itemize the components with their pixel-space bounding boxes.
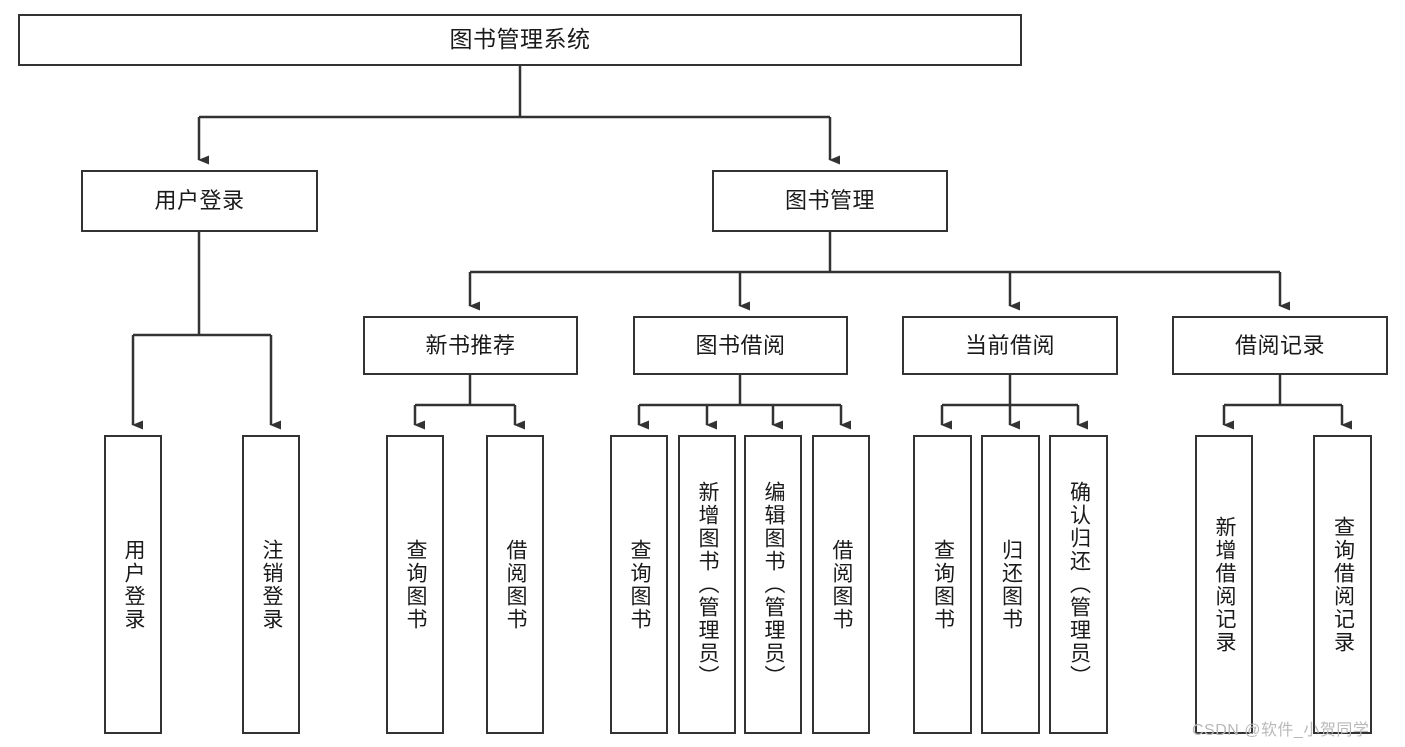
- leaf-query-books-nbr[interactable]: 查询图书: [386, 435, 444, 734]
- node-book-management-label: 图书管理: [784, 188, 875, 214]
- leaf-add-borrow-record[interactable]: 新增借阅记录: [1195, 435, 1253, 734]
- leaf-query-books-bb-label: 查询图书: [628, 538, 652, 631]
- leaf-borrow-books-nbr[interactable]: 借阅图书: [486, 435, 544, 734]
- node-root[interactable]: 图书管理系统: [18, 14, 1022, 66]
- leaf-return-books[interactable]: 归还图书: [981, 435, 1040, 734]
- leaf-user-login[interactable]: 用户登录: [104, 435, 162, 734]
- leaf-logout[interactable]: 注销登录: [242, 435, 300, 734]
- leaf-query-books-cb[interactable]: 查询图书: [913, 435, 972, 734]
- leaf-query-borrow-record-label: 查询借阅记录: [1331, 515, 1355, 654]
- node-book-borrowing[interactable]: 图书借阅: [633, 316, 848, 375]
- leaf-confirm-return-admin[interactable]: 确认归还（管理员）: [1049, 435, 1108, 734]
- leaf-return-books-label: 归还图书: [999, 538, 1023, 631]
- leaf-edit-book-admin[interactable]: 编辑图书（管理员）: [744, 435, 802, 734]
- node-user-login-label: 用户登录: [154, 188, 245, 214]
- leaf-query-books-nbr-label: 查询图书: [404, 538, 428, 631]
- node-current-borrowing-label: 当前借阅: [964, 332, 1055, 358]
- leaf-add-borrow-record-label: 新增借阅记录: [1213, 515, 1237, 654]
- node-borrowing-record-label: 借阅记录: [1234, 332, 1325, 358]
- node-borrowing-record[interactable]: 借阅记录: [1172, 316, 1388, 375]
- node-book-borrowing-label: 图书借阅: [695, 332, 786, 358]
- watermark-text: CSDN @软件_小贺同学: [1192, 722, 1370, 739]
- node-user-login[interactable]: 用户登录: [81, 170, 318, 232]
- leaf-borrow-books-bb-label: 借阅图书: [830, 538, 854, 631]
- node-book-management[interactable]: 图书管理: [712, 170, 948, 232]
- leaf-edit-book-admin-label: 编辑图书（管理员）: [762, 481, 786, 688]
- node-new-book-recommendation-label: 新书推荐: [425, 332, 516, 358]
- leaf-user-login-label: 用户登录: [122, 538, 146, 631]
- leaf-add-book-admin-label: 新增图书（管理员）: [696, 481, 720, 688]
- leaf-confirm-return-admin-label: 确认归还（管理员）: [1067, 481, 1091, 688]
- leaf-borrow-books-bb[interactable]: 借阅图书: [812, 435, 870, 734]
- leaf-query-books-cb-label: 查询图书: [931, 538, 955, 631]
- node-current-borrowing[interactable]: 当前借阅: [902, 316, 1118, 375]
- leaf-logout-label: 注销登录: [260, 538, 284, 631]
- node-new-book-recommendation[interactable]: 新书推荐: [363, 316, 578, 375]
- leaf-add-book-admin[interactable]: 新增图书（管理员）: [678, 435, 736, 734]
- node-root-label: 图书管理系统: [449, 26, 591, 53]
- leaf-query-books-bb[interactable]: 查询图书: [610, 435, 668, 734]
- leaf-query-borrow-record[interactable]: 查询借阅记录: [1313, 435, 1372, 734]
- leaf-borrow-books-nbr-label: 借阅图书: [504, 538, 528, 631]
